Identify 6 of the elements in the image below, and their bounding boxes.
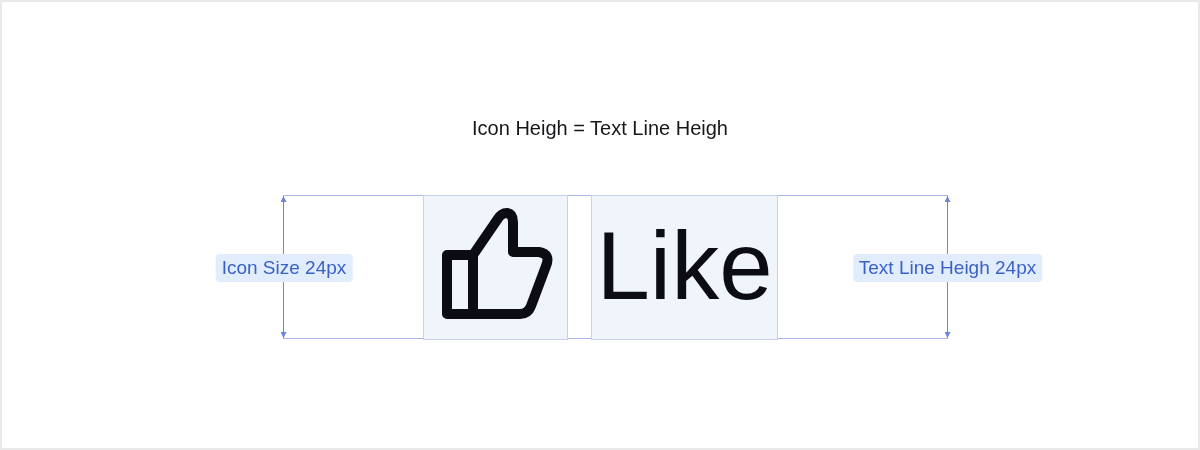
title: Icon Heigh = Text Line Heigh	[472, 117, 728, 139]
icon-sample-box	[423, 195, 568, 340]
dimension-label: Icon Size 24px	[215, 254, 353, 282]
dimension-label: Text Line Heigh 24px	[852, 254, 1043, 282]
sample-text: Like	[596, 217, 773, 314]
text-sample-box	[591, 195, 778, 340]
